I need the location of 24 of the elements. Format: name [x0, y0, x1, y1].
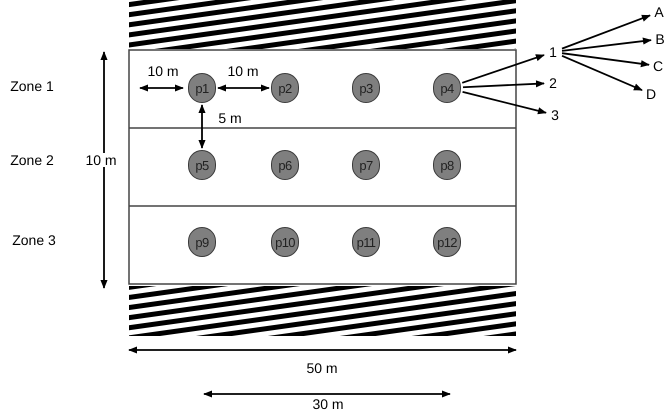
- arrow: [462, 54, 545, 84]
- dimension-label: 30 m: [312, 397, 344, 411]
- arrow: [217, 84, 270, 92]
- outcome-label: B: [654, 30, 666, 48]
- zone-label: Zone 3: [12, 233, 56, 247]
- arrow: [562, 55, 643, 91]
- outcome-label: 3: [549, 106, 561, 124]
- arrow: [562, 14, 651, 50]
- dimension-label: 50 m: [306, 361, 338, 375]
- arrow: [562, 38, 652, 52]
- outcome-label: D: [645, 85, 657, 103]
- arrow: [198, 104, 206, 149]
- outcome-label: A: [653, 3, 665, 21]
- dimension-label: 10 m: [84, 153, 118, 167]
- outcome-label: 1: [547, 43, 559, 61]
- zone-label: Zone 1: [10, 79, 54, 93]
- zone-label: Zone 2: [10, 153, 54, 167]
- edge-label: 5 m: [217, 111, 243, 125]
- edge-label: 10 m: [226, 64, 260, 78]
- dimension-label: 10 m: [147, 64, 179, 78]
- arrow: [462, 91, 547, 114]
- outcome-label: C: [652, 57, 664, 75]
- arrow: [562, 52, 650, 68]
- outcome-label: 2: [547, 74, 559, 92]
